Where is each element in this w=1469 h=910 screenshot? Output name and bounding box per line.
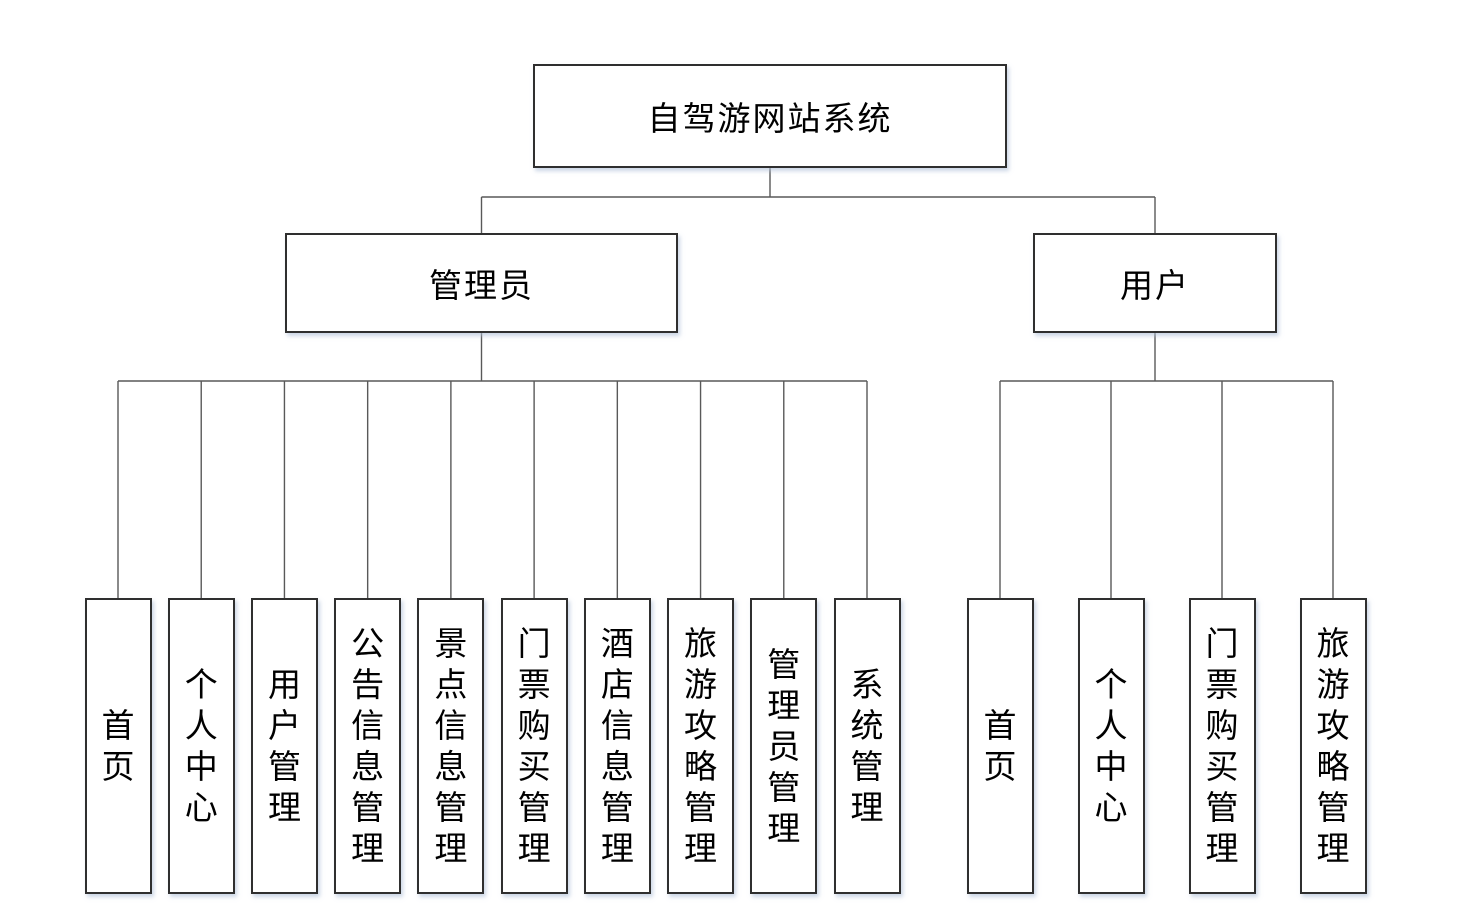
leaf-node-user-1: 个人中心 — [1077, 598, 1145, 894]
leaf-label: 用户管理 — [267, 666, 301, 826]
leaf-node-admin-1: 个人中心 — [167, 598, 235, 894]
branch-admin-label: 管理员 — [429, 267, 534, 304]
root-node: 自驾游网站系统 — [533, 64, 1007, 168]
leaf-label: 景点信息管理 — [434, 625, 468, 867]
leaf-node-admin-2: 用户管理 — [250, 598, 318, 894]
leaf-label: 管理员管理 — [767, 645, 801, 847]
leaf-node-admin-3: 公告信息管理 — [334, 598, 402, 894]
branch-user-label: 用户 — [1120, 267, 1190, 304]
leaf-label: 门票购买管理 — [1205, 625, 1239, 867]
leaf-node-user-3: 旅游攻略管理 — [1299, 598, 1367, 894]
leaf-node-admin-4: 景点信息管理 — [417, 598, 485, 894]
leaf-label: 首页 — [983, 707, 1017, 785]
leaf-label: 旅游攻略管理 — [1316, 625, 1350, 867]
leaf-label: 酒店信息管理 — [600, 625, 634, 867]
leaf-label: 旅游攻略管理 — [684, 625, 718, 867]
leaf-label: 门票购买管理 — [517, 625, 551, 867]
leaf-label: 系统管理 — [850, 666, 884, 826]
leaf-node-user-2: 门票购买管理 — [1188, 598, 1256, 894]
branch-node-user: 用户 — [1033, 233, 1277, 333]
leaf-node-user-0: 首页 — [966, 598, 1034, 894]
leaf-node-admin-5: 门票购买管理 — [500, 598, 568, 894]
leaf-label: 个人中心 — [184, 666, 218, 826]
leaf-node-admin-7: 旅游攻略管理 — [667, 598, 735, 894]
leaf-node-admin-8: 管理员管理 — [750, 598, 818, 894]
leaf-label: 个人中心 — [1094, 666, 1128, 826]
leaf-label: 首页 — [101, 707, 135, 785]
branch-node-admin: 管理员 — [285, 233, 678, 333]
leaf-label: 公告信息管理 — [351, 625, 385, 867]
leaf-node-admin-0: 首页 — [84, 598, 152, 894]
leaf-node-admin-6: 酒店信息管理 — [583, 598, 651, 894]
leaf-node-admin-9: 系统管理 — [833, 598, 901, 894]
root-label: 自驾游网站系统 — [647, 100, 893, 137]
